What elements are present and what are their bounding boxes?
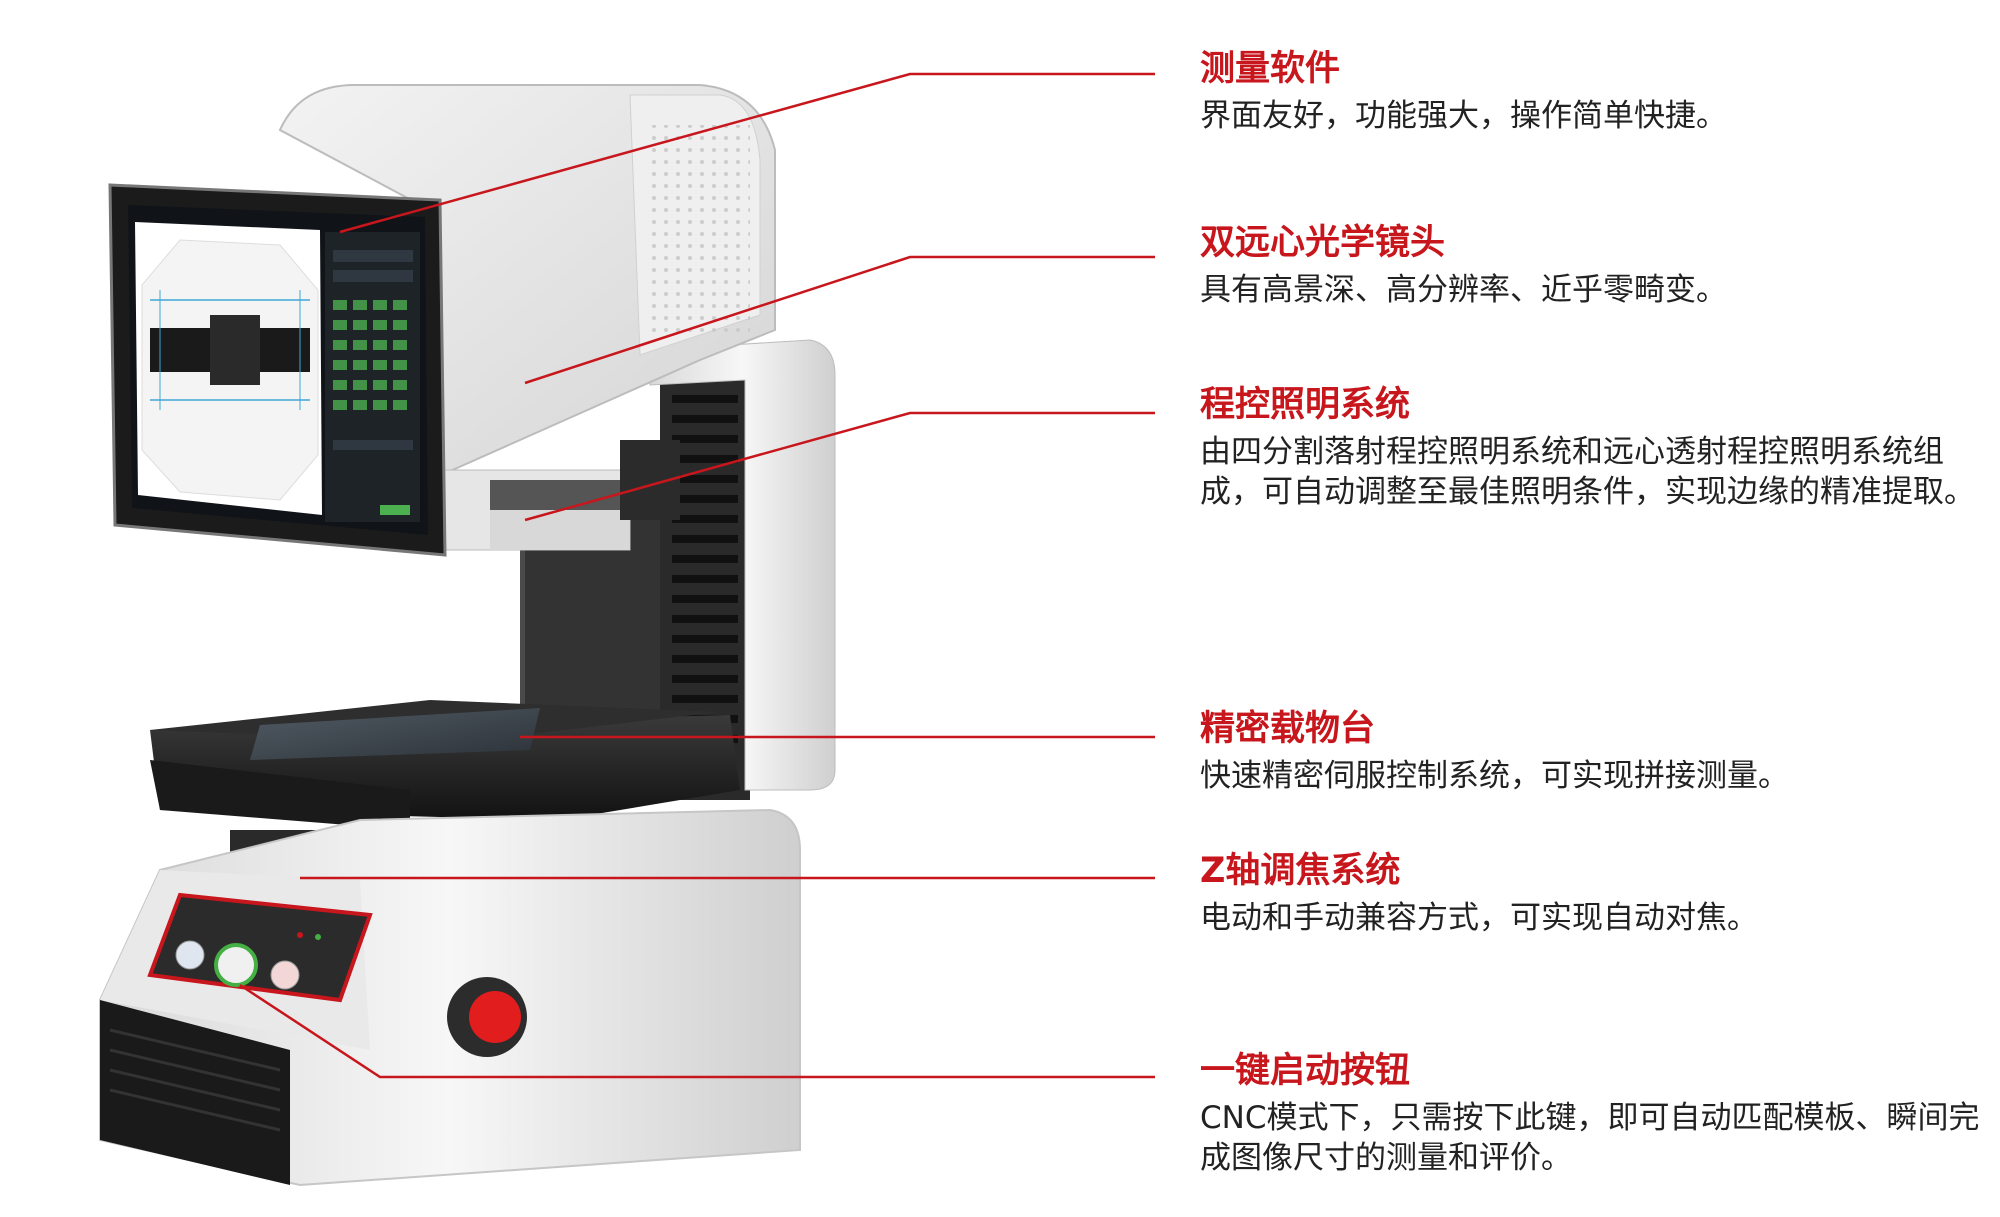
control-panel [147, 892, 373, 1003]
feature-measuring-software: 测量软件 界面友好，功能强大，操作简单快捷。 [1200, 48, 1990, 136]
measuring-machine-illustration [99, 84, 836, 1187]
feature-title: 测量软件 [1200, 49, 1341, 89]
feature-title: Z轴调焦系统 [1200, 851, 1401, 891]
grid-icon [333, 300, 407, 410]
feature-description: 具有高景深、高分辨率、近乎零畸变。 [1200, 272, 1727, 308]
monitor [108, 183, 447, 557]
feature-z-axis-focus: Z轴调焦系统 电动和手动兼容方式，可实现自动对焦。 [1200, 850, 1990, 938]
focus-knob [447, 977, 527, 1057]
base [99, 808, 801, 1187]
feature-programmable-lighting: 程控照明系统 由四分割落射程控照明系统和远心透射程控照明系统组成，可自动调整至最… [1200, 384, 1990, 512]
feature-title: 一键启动按钮 [1200, 1051, 1411, 1091]
feature-one-key-start: 一键启动按钮 CNC模式下，只需按下此键，即可自动匹配模板、瞬间完成图像尺寸的测… [1200, 1050, 1990, 1178]
feature-title: 程控照明系统 [1200, 385, 1411, 425]
start-button-icon [214, 943, 258, 987]
feature-telecentric-lens: 双远心光学镜头 具有高景深、高分辨率、近乎零畸变。 [1200, 222, 1990, 310]
feature-description: 由四分割落射程控照明系统和远心透射程控照明系统组成，可自动调整至最佳照明条件，实… [1200, 434, 1975, 510]
feature-title: 双远心光学镜头 [1200, 223, 1446, 263]
feature-title: 精密载物台 [1200, 709, 1376, 749]
feature-description: 电动和手动兼容方式，可实现自动对焦。 [1200, 900, 1758, 936]
feature-description: CNC模式下，只需按下此键，即可自动匹配模板、瞬间完成图像尺寸的测量和评价。 [1200, 1100, 1980, 1176]
probe-button-icon [175, 940, 205, 970]
feature-precision-stage: 精密载物台 快速精密伺服控制系统，可实现拼接测量。 [1200, 708, 1990, 796]
feature-description: 快速精密伺服控制系统，可实现拼接测量。 [1200, 758, 1789, 794]
feature-description: 界面友好，功能强大，操作简单快捷。 [1200, 98, 1727, 134]
software-panel [325, 232, 420, 522]
button-icon [380, 505, 410, 515]
reset-button-icon [270, 960, 300, 990]
